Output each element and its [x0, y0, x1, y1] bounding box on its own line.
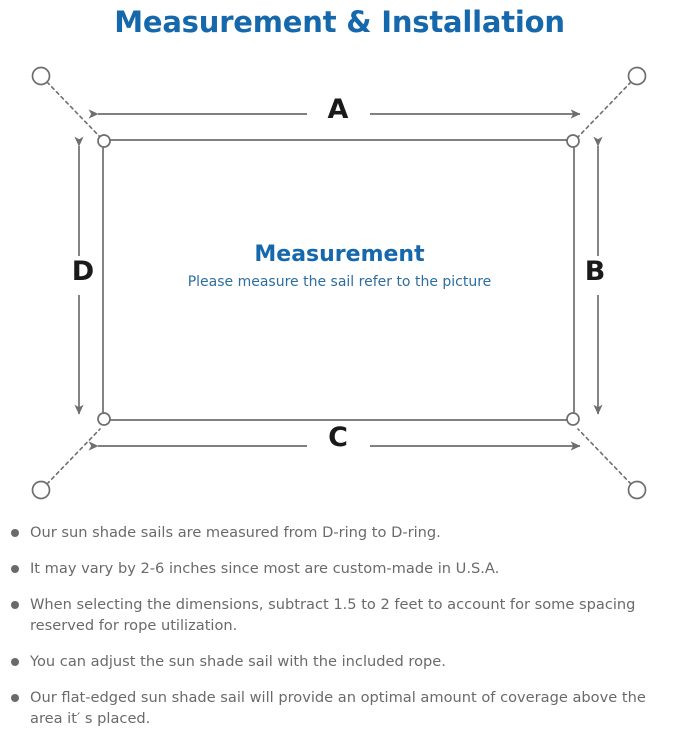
sail-subtitle: Please measure the sail refer to the pic…: [187, 274, 492, 290]
anchor-point-bottom-left: [31, 480, 51, 500]
measurement-diagram: Measurement Please measure the sail refe…: [0, 46, 679, 516]
note-text: It may vary by 2-6 inches since most are…: [30, 560, 500, 577]
page-title: Measurement & Installation: [114, 5, 565, 39]
rope-lines: [46, 81, 632, 485]
d-ring-bottom-right: [566, 412, 580, 426]
bullet-icon: [11, 694, 19, 702]
dimension-label-d: D: [71, 256, 95, 287]
rope-bottom-right: [577, 428, 632, 485]
bullet-icon: [11, 601, 19, 609]
d-ring-top-right: [566, 134, 580, 148]
diagram-svg: [31, 66, 647, 500]
list-item: You can adjust the sun shade sail with t…: [0, 651, 679, 672]
rope-bottom-left: [46, 428, 101, 485]
note-text: Our flat-edged sun shade sail will provi…: [30, 689, 646, 727]
d-rings: [97, 134, 580, 426]
dimension-label-c: C: [328, 422, 348, 453]
anchor-point-top-right: [627, 66, 647, 86]
dimension-label-a: A: [327, 94, 349, 125]
note-text: You can adjust the sun shade sail with t…: [30, 653, 446, 670]
list-item: Our sun shade sails are measured from D-…: [0, 522, 679, 543]
bullet-icon: [11, 658, 19, 666]
anchor-point-top-left: [31, 66, 51, 86]
sail-shape: [102, 139, 575, 421]
anchor-points: [31, 66, 647, 500]
notes-list: Our sun shade sails are measured from D-…: [0, 522, 679, 729]
list-item: It may vary by 2-6 inches since most are…: [0, 558, 679, 579]
d-ring-bottom-left: [97, 412, 111, 426]
list-item: Our flat-edged sun shade sail will provi…: [0, 687, 679, 729]
anchor-point-bottom-right: [627, 480, 647, 500]
d-ring-top-left: [97, 134, 111, 148]
rope-top-left: [46, 81, 101, 138]
bullet-icon: [11, 565, 19, 573]
rope-top-right: [577, 81, 632, 138]
dimension-label-b: B: [584, 256, 606, 287]
list-item: When selecting the dimensions, subtract …: [0, 594, 679, 636]
sail-title: Measurement: [254, 242, 425, 267]
dimension-arrows: [74, 109, 603, 451]
note-text: Our sun shade sails are measured from D-…: [30, 524, 441, 541]
note-text: When selecting the dimensions, subtract …: [30, 596, 636, 634]
bullet-icon: [11, 529, 19, 537]
